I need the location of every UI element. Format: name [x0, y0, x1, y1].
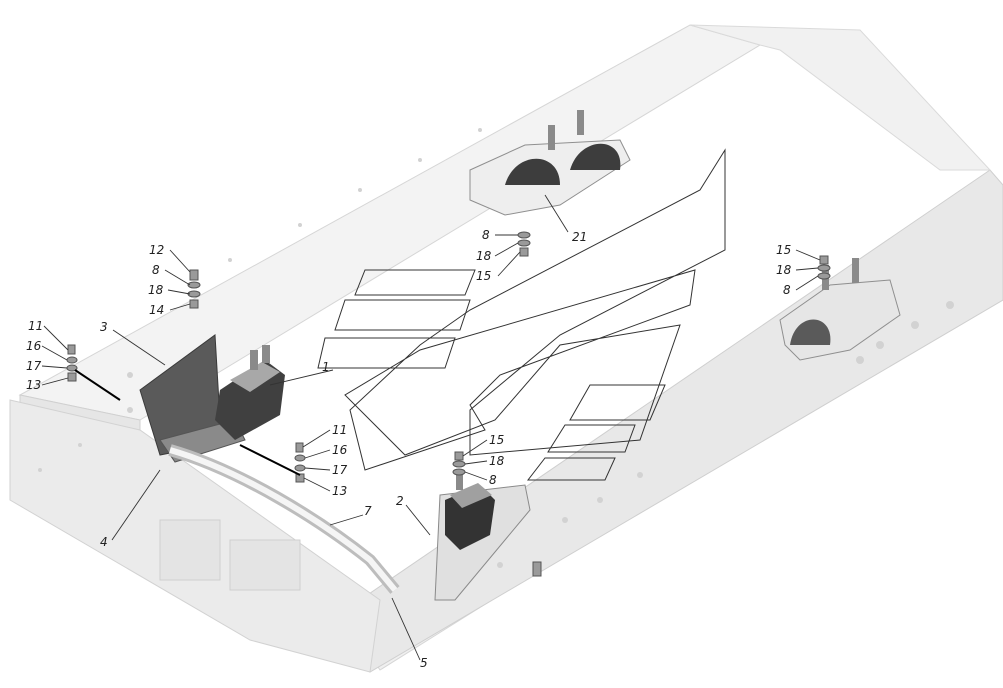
bolt-bottom: [532, 561, 542, 577]
tank-slot-2: [334, 299, 471, 331]
nut-15d: [819, 255, 829, 265]
leader-lines: [41, 194, 821, 661]
nut-13a: [67, 372, 77, 382]
callout-8-left: 8: [152, 263, 160, 277]
callout-18-left: 18: [148, 283, 164, 297]
callout-1: 1: [322, 360, 330, 374]
tank-outline: [317, 148, 726, 481]
callout-13-mid: 13: [332, 484, 347, 498]
washer-17b: [294, 464, 306, 472]
washer-8b: [517, 231, 531, 239]
callout-13-left: 13: [26, 378, 41, 392]
tank-slot-5: [547, 424, 636, 453]
washer-18d: [817, 264, 831, 272]
washer-16a: [66, 356, 78, 364]
nut-15b: [519, 247, 529, 257]
callout-8-top: 8: [482, 228, 490, 242]
washer-18c: [452, 460, 466, 468]
tank-outline-shape: [344, 148, 726, 471]
callout-4: 4: [100, 535, 108, 549]
tow-hitch: [159, 519, 301, 591]
callout-16-left: 16: [26, 339, 42, 353]
callout-14: 14: [149, 303, 164, 317]
callout-8-right: 8: [783, 283, 791, 297]
tank-slot-6: [526, 457, 616, 481]
bolt-12: [189, 269, 199, 281]
callout-labels: 1 2 3 4 5 7 21 12 8 18 14 11 16 17 13 8 …: [26, 228, 792, 670]
callout-18-center: 18: [489, 454, 505, 468]
tank-slot-4: [569, 384, 666, 421]
washer-16b: [294, 454, 306, 462]
washer-8d: [817, 272, 831, 280]
callout-8-center: 8: [489, 473, 497, 487]
callout-2: 2: [396, 494, 404, 508]
callout-17-mid: 17: [332, 463, 348, 477]
tank-slot-1: [354, 269, 476, 296]
washer-8a: [187, 281, 201, 289]
rubber-mount-top: [469, 110, 631, 216]
callout-15-right: 15: [776, 243, 791, 257]
callout-21: 21: [572, 230, 587, 244]
washer-8c: [452, 468, 466, 476]
rubber-mount-2: [445, 470, 495, 550]
tank-slot-3: [317, 337, 456, 369]
bolt-11b: [295, 442, 304, 453]
rubber-mount-1: [215, 345, 285, 440]
callout-12: 12: [149, 243, 164, 257]
callout-15-top: 15: [476, 269, 491, 283]
callout-3: 3: [100, 320, 108, 334]
callout-16-mid: 16: [332, 443, 348, 457]
callout-5: 5: [420, 656, 428, 670]
nut-14: [189, 299, 199, 309]
rubber-mount-right: [779, 258, 901, 361]
callout-18-top: 18: [476, 249, 492, 263]
washer-18b: [517, 239, 531, 247]
bolt-11a: [67, 344, 76, 355]
callout-7: 7: [364, 504, 372, 518]
nut-13b: [295, 473, 305, 483]
vehicle-frame: [9, 24, 1003, 673]
bracket-assembly-center: [434, 470, 531, 601]
callout-15-center: 15: [489, 433, 504, 447]
callout-17-left: 17: [26, 359, 42, 373]
callout-11-mid: 11: [332, 423, 347, 437]
callout-18-right: 18: [776, 263, 792, 277]
nut-15c: [454, 451, 464, 461]
frame-holes: [38, 128, 954, 568]
right-frame-rail-top: [18, 24, 762, 421]
far-cross-member: [689, 24, 992, 171]
bracket-assembly-left: [139, 334, 400, 594]
callout-11-left: 11: [28, 319, 43, 333]
